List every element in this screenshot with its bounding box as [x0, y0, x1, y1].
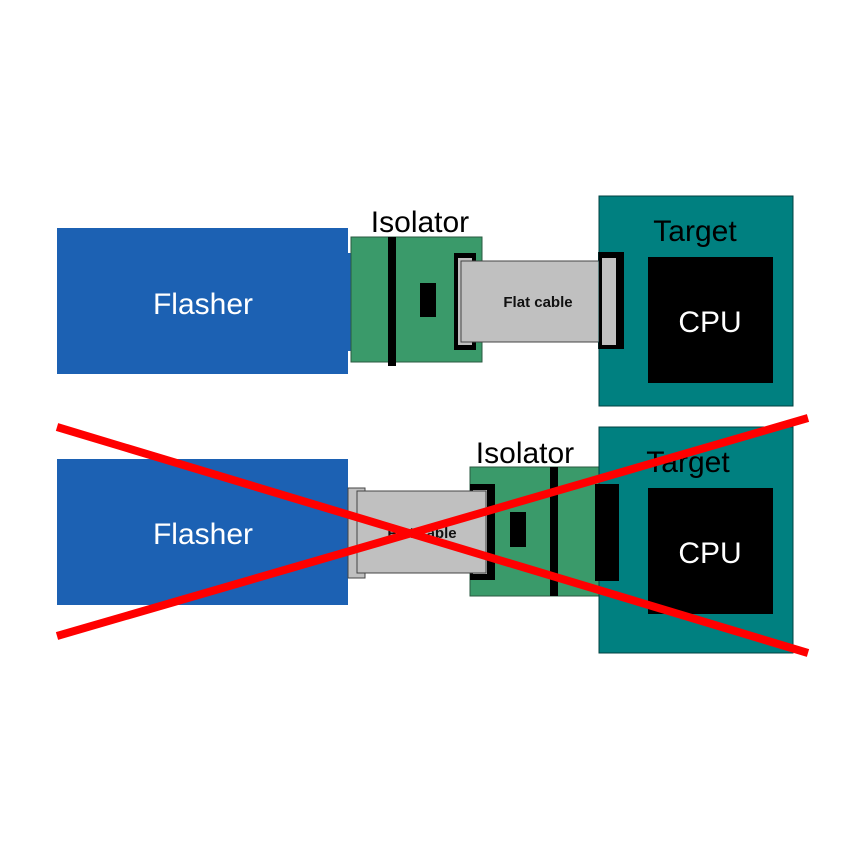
cpu-chip [648, 488, 773, 614]
cpu-chip [648, 257, 773, 383]
flasher-box [57, 228, 348, 374]
cpu-label: CPU [678, 537, 741, 570]
flat-cable [460, 260, 617, 343]
target-label: Target [653, 215, 737, 248]
cable-plug-right-overlay [602, 258, 616, 345]
cross-out-line-2 [55, 414, 810, 640]
flasher-label: Flasher [153, 288, 253, 321]
target-header [595, 484, 619, 581]
flasher-label: Flasher [153, 518, 253, 551]
isolator-chip [510, 512, 526, 547]
flat-cable-label: Flat cable [503, 294, 572, 311]
isolator-chip [420, 283, 436, 317]
flasher-box [57, 459, 348, 605]
incorrect-setup: Flasher Isolator Flat cable Target CPU [55, 414, 810, 657]
isolator-label: Isolator [371, 206, 469, 239]
isolation-barrier [388, 237, 396, 366]
correct-setup: Flasher Isolator Flat cable Target CPU [57, 195, 794, 407]
isolator-label: Isolator [476, 437, 574, 470]
cross-out-line-1 [55, 423, 810, 657]
isolation-barrier [550, 467, 558, 596]
cpu-label: CPU [678, 306, 741, 339]
